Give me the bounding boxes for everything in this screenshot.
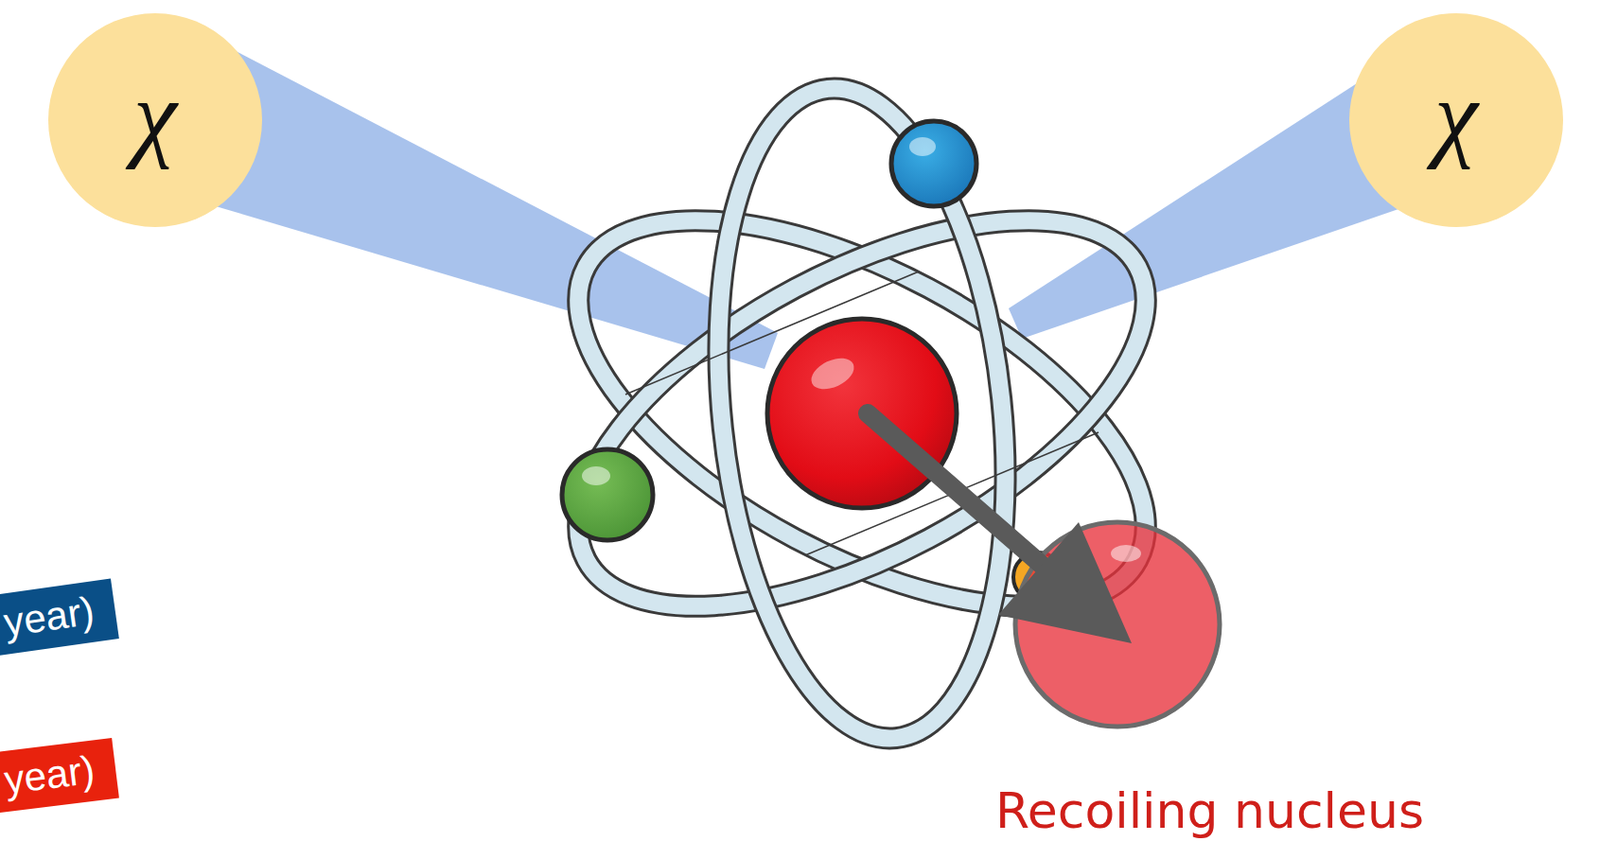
particle-circle: χ: [48, 13, 263, 228]
particle-beam: [1008, 76, 1399, 339]
electron: [562, 449, 653, 541]
particle-symbol: χ: [133, 66, 177, 165]
label-tag: year): [0, 738, 120, 829]
tag-text: year): [0, 587, 98, 648]
particle-beam: [209, 42, 778, 370]
particle-circle: χ: [1349, 13, 1564, 228]
label-tag: year): [0, 579, 120, 674]
electron: [891, 121, 977, 207]
tag-text: year): [1, 746, 98, 806]
label-text: Recoiling nucleus: [995, 781, 1425, 841]
particle-symbol: χ: [1434, 66, 1478, 165]
recoil-arrow: [867, 413, 1132, 644]
caption-label: Recoiling nucleus: [995, 781, 1425, 841]
